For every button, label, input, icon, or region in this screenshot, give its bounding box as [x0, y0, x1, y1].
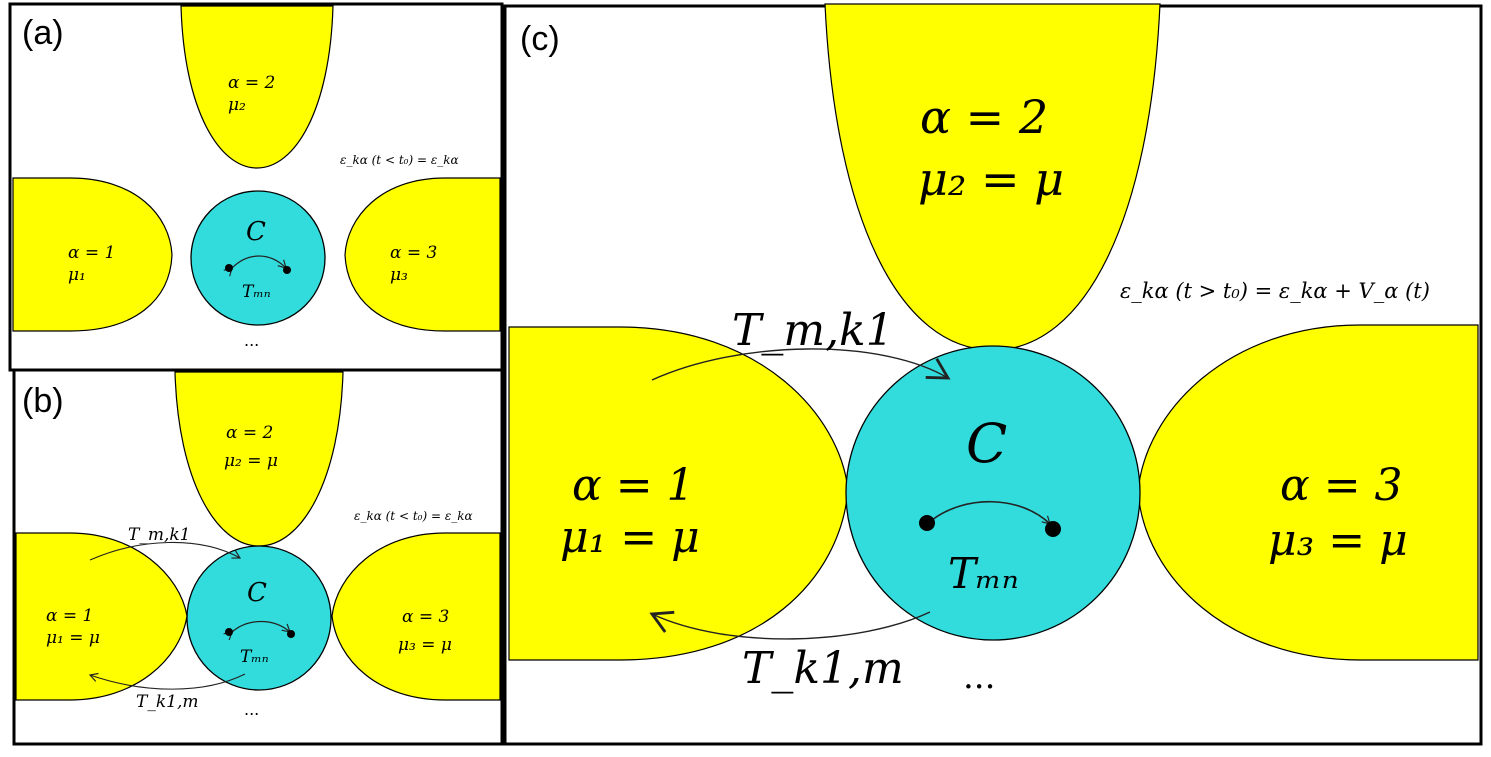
panel-c-lead-2-mu: μ₂ = μ	[918, 152, 1064, 206]
panel-a-lead-3-alpha: α = 3	[390, 243, 437, 263]
panel-b-lead-3-mu: μ₃ = μ	[398, 635, 452, 655]
panel-a-lead-2-alpha: α = 2	[228, 73, 275, 93]
panel-b-frame	[12, 368, 504, 746]
panel-b-lead-1	[15, 532, 188, 701]
panel-c-ellipsis: ...	[963, 657, 995, 697]
panel-a-central-region	[190, 190, 326, 326]
panel-a-label: (a)	[22, 14, 64, 52]
panel-b-label: (b)	[22, 382, 64, 420]
panel-a-internal-hop-arrow	[223, 255, 287, 277]
panel-b-center-label: C	[247, 578, 267, 608]
panel-c-center-to-lead-arrow	[649, 610, 931, 640]
panel-b-site-n	[287, 630, 295, 638]
panel-b-lead-2-alpha: α = 2	[226, 423, 273, 443]
panel-a-lead-1	[12, 177, 173, 332]
panel-a-internal-hopping-label: Tₘₙ	[242, 282, 271, 302]
panel-b-central-region	[186, 545, 332, 691]
panel-a-site-n	[283, 266, 291, 274]
panel-b-center-to-lead-hopping-label: T_k1,m	[136, 692, 198, 712]
panel-b-lead-2-mu: μ₂ = μ	[224, 451, 278, 471]
panel-c-lead-2-alpha: α = 2	[920, 90, 1048, 144]
panel-b-lead-3-alpha: α = 3	[402, 607, 449, 627]
panel-a-lead-1-alpha: α = 1	[68, 243, 115, 263]
panel-a-lead-1-mu: μ₁	[68, 265, 86, 285]
panel-a-lead-2	[180, 5, 334, 169]
panel-b: (b) α = 2 μ₂ = μ α = 1 μ₁ = μ α = 3 μ₃ =…	[12, 368, 504, 746]
panel-c-central-region	[845, 345, 1141, 641]
panel-a-site-m	[225, 264, 233, 272]
panel-a-lead-3	[344, 177, 501, 332]
panel-b-lead-1-mu: μ₁ = μ	[46, 628, 100, 648]
panel-c: (c) α = 2 μ₂ = μ α = 1 μ₁ = μ α = 3 μ₃ =…	[503, 3, 1483, 746]
panel-b-lead-to-center-arrow	[89, 541, 242, 561]
panel-a: (a) α = 2 μ₂ α = 1 μ₁ α = 3 μ₃ C Tₘₙ ε_k…	[8, 2, 504, 372]
panel-b-center-to-lead-arrow	[88, 672, 246, 690]
panel-c-center-to-lead-hopping-label: T_k1,m	[742, 643, 904, 694]
panel-c-lead-1-mu: μ₁ = μ	[560, 512, 700, 563]
panel-c-site-m	[919, 515, 935, 531]
panel-c-lead-3-alpha: α = 3	[1280, 460, 1403, 511]
panel-c-lead-3-mu: μ₃ = μ	[1268, 515, 1408, 566]
panel-a-lead-2-mu: μ₂	[228, 95, 246, 115]
panel-c-internal-hopping-label: Tₘₙ	[948, 549, 1019, 598]
panel-a-lead-3-mu: μ₃	[390, 265, 408, 285]
panel-c-energy-label: ε_kα (t > t₀) = ε_kα + V_α (t)	[1120, 279, 1430, 303]
panel-b-lead-3	[331, 532, 501, 701]
panel-b-energy-label: ε_kα (t < t₀) = ε_kα	[354, 509, 473, 523]
panel-b-site-m	[225, 628, 233, 636]
panel-b-ellipsis: ...	[244, 700, 259, 719]
panel-a-ellipsis: ...	[244, 331, 259, 350]
panel-a-energy-label: ε_kα (t < t₀) = ε_kα	[340, 153, 459, 167]
panel-a-center-label: C	[246, 217, 266, 247]
panel-c-label: (c)	[520, 20, 560, 58]
panel-c-lead-to-center-arrow	[651, 348, 951, 381]
panel-b-lead-to-center-hopping-label: T_m,k1	[128, 525, 190, 545]
panel-c-lead-1-alpha: α = 1	[572, 460, 695, 511]
panel-b-lead-1-alpha: α = 1	[46, 606, 93, 626]
panel-c-lead-to-center-hopping-label: T_m,k1	[732, 305, 894, 356]
panel-b-internal-hop-arrow	[223, 621, 291, 641]
panel-c-center-label: C	[966, 412, 1007, 475]
panel-c-internal-hop-arrow	[923, 500, 1051, 529]
panel-c-site-n	[1045, 521, 1061, 537]
panel-b-internal-hopping-label: Tₘₙ	[240, 647, 269, 667]
